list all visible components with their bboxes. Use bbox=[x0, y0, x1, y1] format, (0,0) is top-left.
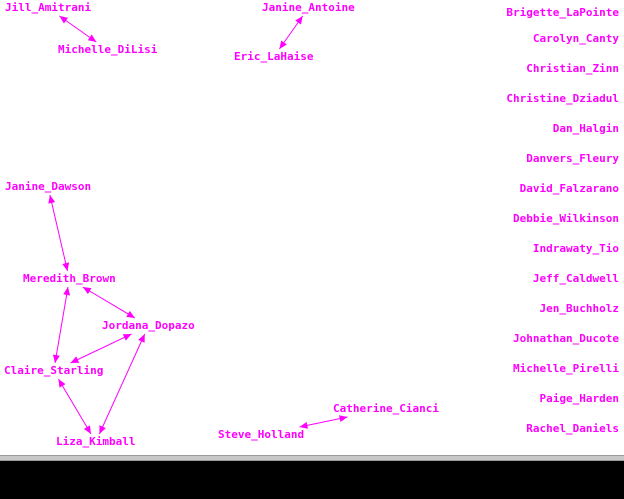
bottom-bar bbox=[0, 461, 624, 499]
node-jordana-dopazo[interactable]: Jordana_Dopazo bbox=[102, 319, 195, 332]
node-christian-zinn[interactable]: Christian_Zinn bbox=[526, 62, 619, 75]
edge-jill-michelle_d bbox=[59, 15, 97, 43]
node-indrawaty-tio[interactable]: Indrawaty_Tio bbox=[532, 242, 619, 255]
node-danvers-fleury[interactable]: Danvers_Fleury bbox=[526, 152, 619, 165]
node-michelle-dilisi[interactable]: Michelle_DiLisi bbox=[58, 43, 158, 56]
node-steve-holland[interactable]: Steve_Holland bbox=[218, 428, 305, 441]
edge-catherine-steve bbox=[299, 415, 348, 429]
node-dan-halgin[interactable]: Dan_Halgin bbox=[552, 122, 619, 135]
node-rachel-daniels[interactable]: Rachel_Daniels bbox=[526, 422, 619, 435]
node-carolyn-canty[interactable]: Carolyn_Canty bbox=[532, 32, 619, 45]
node-johnathan-ducote[interactable]: Johnathan_Ducote bbox=[513, 332, 619, 345]
node-janine-dawson[interactable]: Janine_Dawson bbox=[5, 180, 92, 193]
node-michelle-pirelli[interactable]: Michelle_Pirelli bbox=[513, 362, 619, 375]
node-eric-lahaise[interactable]: Eric_LaHaise bbox=[234, 50, 314, 63]
node-christine-dziadul[interactable]: Christine_Dziadul bbox=[506, 92, 619, 105]
edge-claire-liza bbox=[57, 378, 92, 435]
node-liza-kimball[interactable]: Liza_Kimball bbox=[56, 435, 136, 448]
edge-jordana-liza bbox=[98, 333, 146, 435]
edge-meredith-claire bbox=[52, 286, 71, 364]
graph-canvas[interactable]: Jill_Amitrani Michelle_DiLisi Janine_Ant… bbox=[0, 0, 624, 455]
node-paige-harden[interactable]: Paige_Harden bbox=[539, 392, 619, 405]
status-strip bbox=[0, 455, 624, 461]
node-brigette-lapointe[interactable]: Brigette_LaPointe bbox=[506, 6, 619, 19]
node-claire-starling[interactable]: Claire_Starling bbox=[4, 364, 104, 377]
node-catherine-cianci[interactable]: Catherine_Cianci bbox=[333, 402, 439, 415]
node-jeff-caldwell[interactable]: Jeff_Caldwell bbox=[532, 272, 619, 285]
edge-layer bbox=[48, 15, 348, 435]
node-david-falzarano[interactable]: David_Falzarano bbox=[519, 182, 619, 195]
edge-janine_a-eric bbox=[278, 15, 304, 50]
node-jill-amitrani[interactable]: Jill_Amitrani bbox=[5, 1, 92, 14]
edge-jordana-claire bbox=[70, 333, 132, 364]
node-meredith-brown[interactable]: Meredith_Brown bbox=[23, 272, 116, 285]
edge-janine_d-meredith bbox=[48, 194, 70, 272]
node-jen-buchholz[interactable]: Jen_Buchholz bbox=[539, 302, 619, 315]
edge-meredith-jordana bbox=[82, 286, 136, 319]
node-debbie-wilkinson[interactable]: Debbie_Wilkinson bbox=[513, 212, 619, 225]
node-janine-antoine[interactable]: Janine_Antoine bbox=[262, 1, 355, 14]
